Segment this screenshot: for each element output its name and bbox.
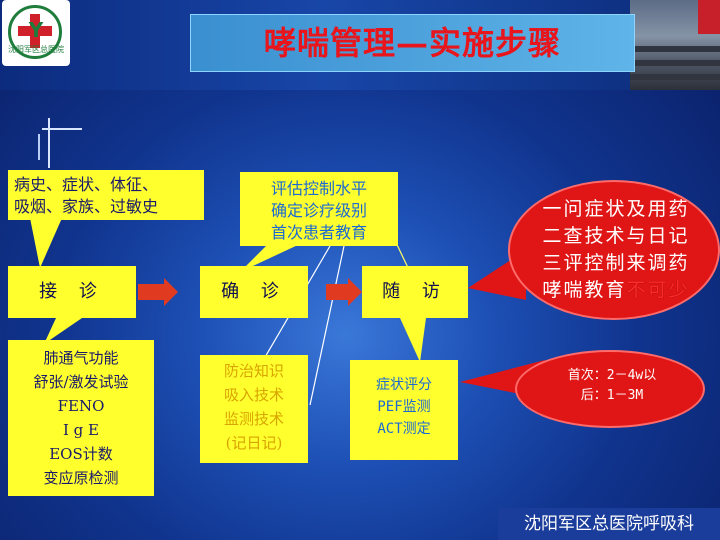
intake-test-item: FENO xyxy=(57,397,105,415)
history-line: 吸烟、家族、过敏史 xyxy=(14,197,159,216)
diagnosis-items-box: 防治知识 吸入技术 监测技术 (记日记) xyxy=(200,355,308,463)
decorative-line xyxy=(48,118,50,168)
summary-highlight: 不可少 xyxy=(626,279,690,301)
followup-item: 症状评分 xyxy=(376,377,432,393)
diagnosis-item: (记日记) xyxy=(225,434,283,452)
flow-arrow-right xyxy=(138,278,178,306)
summary-line-prefix: 哮喘教育 xyxy=(542,279,627,301)
diagnosis-item: 监测技术 xyxy=(223,410,284,428)
schedule-line: 首次：2－4w以 xyxy=(567,368,657,383)
schedule-line: 后：1－3M xyxy=(580,388,644,403)
followup-items-box: 症状评分 PEF监测 ACT测定 xyxy=(350,360,458,460)
callout-pointer xyxy=(30,218,62,268)
logo-text: 沈阳军区总医院 xyxy=(8,45,64,54)
parade-photo xyxy=(630,0,720,90)
flag-icon xyxy=(698,0,720,34)
assessment-line: 确定诊疗级别 xyxy=(270,201,367,220)
followup-item: PEF监测 xyxy=(377,399,431,415)
assessment-line: 评估控制水平 xyxy=(270,179,367,198)
decorative-line xyxy=(42,128,82,130)
history-line: 病史、症状、体征、 xyxy=(14,175,159,194)
diagnosis-item: 吸入技术 xyxy=(223,386,284,404)
step-followup: 随 访 xyxy=(362,266,468,318)
assessment-line: 首次患者教育 xyxy=(270,223,367,242)
footer-text: 沈阳军区总医院呼吸科 xyxy=(524,514,694,534)
step-intake-label: 接 诊 xyxy=(39,281,105,302)
hospital-logo: Y 沈阳军区总医院 xyxy=(2,0,70,66)
intake-test-item: I g E xyxy=(62,421,99,439)
followup-item: ACT测定 xyxy=(377,421,431,437)
step-diagnosis-label: 确 诊 xyxy=(221,281,287,302)
callout-pointer xyxy=(400,318,426,362)
step-followup-label: 随 访 xyxy=(382,281,448,302)
intake-test-item: 肺通气功能 xyxy=(43,349,119,367)
footer-bar: 沈阳军区总医院呼吸科 xyxy=(498,508,720,540)
summary-line: 三评控制来调药 xyxy=(542,252,690,274)
connector-line xyxy=(309,245,345,406)
intake-test-item: EOS计数 xyxy=(49,445,113,463)
step-diagnosis: 确 诊 xyxy=(200,266,308,318)
slide-title: 哮喘管理—实施步骤 xyxy=(263,24,561,62)
intake-test-item: 变应原检测 xyxy=(43,469,119,487)
assessment-callout: 评估控制水平 确定诊疗级别 首次患者教育 xyxy=(240,172,398,246)
title-box xyxy=(190,14,635,72)
summary-last-line: 哮喘教育不可少 xyxy=(510,277,720,304)
intake-test-item: 舒张/激发试验 xyxy=(33,373,129,391)
summary-line: 一问症状及用药 xyxy=(542,198,690,220)
history-callout: 病史、症状、体征、 吸烟、家族、过敏史 xyxy=(8,170,204,220)
summary-line: 二查技术与日记 xyxy=(542,225,690,247)
schedule-oval: 首次：2－4w以 后：1－3M xyxy=(515,350,705,428)
step-intake: 接 诊 xyxy=(8,266,136,318)
decorative-line xyxy=(38,134,40,160)
callout-pointer xyxy=(44,318,82,344)
callout-pointer xyxy=(240,244,300,272)
flow-arrow-right xyxy=(326,278,362,306)
diagnosis-item: 防治知识 xyxy=(223,362,284,380)
management-summary-oval: 一问症状及用药 二查技术与日记 三评控制来调药 哮喘教育不可少 xyxy=(508,180,720,320)
intake-tests-box: 肺通气功能 舒张/激发试验 FENO I g E EOS计数 变应原检测 xyxy=(8,340,154,496)
